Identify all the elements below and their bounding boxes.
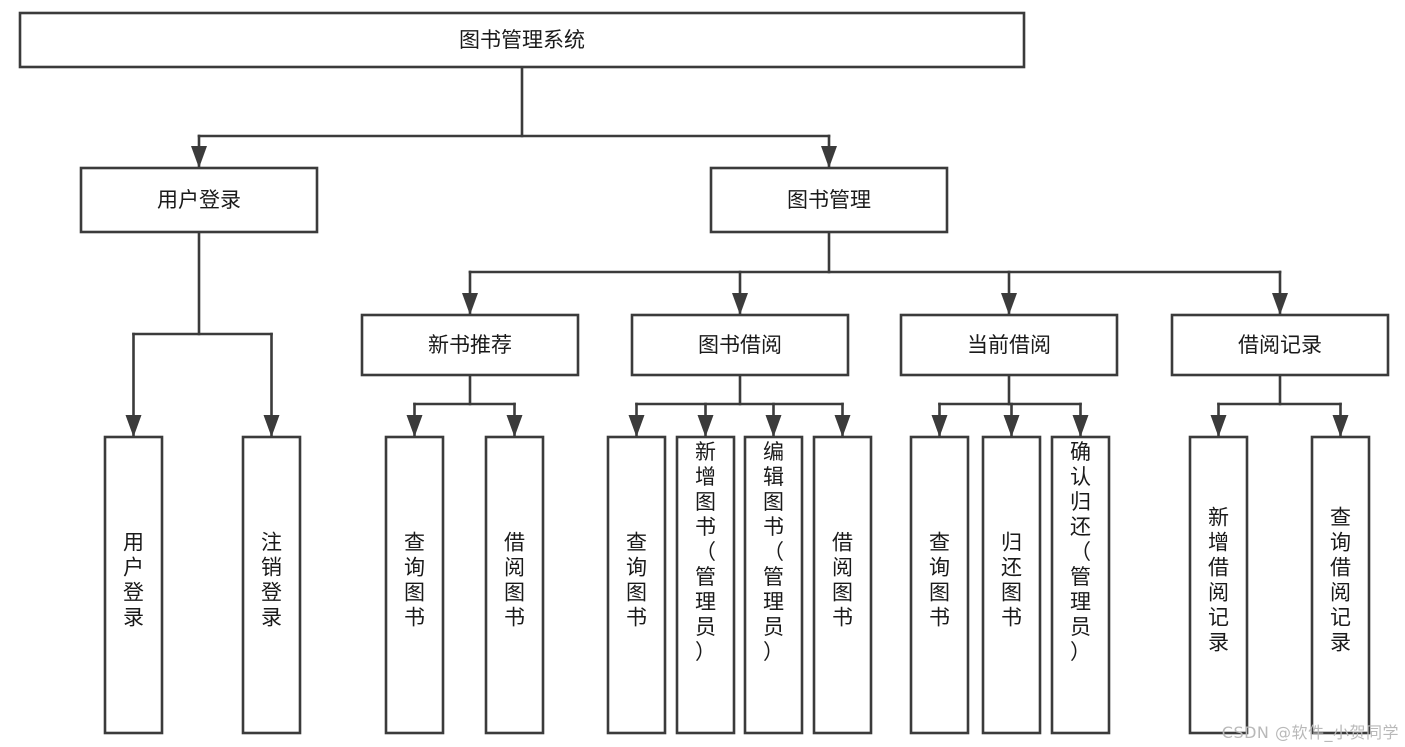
node-borrow-record[interactable]: 借阅记录 <box>1170 313 1390 377</box>
arrow-head-icon <box>1332 415 1349 437</box>
node-layer: 图书管理系统用户登录图书管理新书推荐图书借阅当前借阅借阅记录用户登录注销登录查询… <box>18 11 1390 735</box>
node-new-book-recommend[interactable]: 新书推荐 <box>360 313 580 377</box>
node-book-borrow[interactable]: 图书借阅 <box>630 313 850 377</box>
leaf-label: 注销登录 <box>261 531 282 630</box>
leaf-label: 借阅图书 <box>832 531 853 630</box>
leaf-label: 新增借阅记录 <box>1208 506 1229 655</box>
node-label: 新书推荐 <box>428 333 512 357</box>
leaf-node-leaf-add-record[interactable]: 新增借阅记录 <box>1188 435 1249 735</box>
arrow-head-icon <box>628 415 645 437</box>
node-root-root[interactable]: 图书管理系统 <box>18 11 1026 69</box>
leaf-node-leaf-query-record[interactable]: 查询借阅记录 <box>1310 435 1371 735</box>
arrow-head-icon <box>191 146 207 168</box>
node-label: 当前借阅 <box>967 333 1051 357</box>
leaf-label: 确认归还（管理员） <box>1070 440 1091 664</box>
node-label: 图书管理 <box>787 188 871 212</box>
arrow-head-icon <box>1001 293 1017 315</box>
node-label: 图书管理系统 <box>459 28 585 52</box>
leaf-node-leaf-query-book-borrow[interactable]: 查询图书 <box>606 435 667 735</box>
node-user-login[interactable]: 用户登录 <box>79 166 319 234</box>
node-label: 图书借阅 <box>698 333 782 357</box>
leaf-node-leaf-borrow-book[interactable]: 借阅图书 <box>812 435 873 735</box>
arrow-head-icon <box>1003 415 1020 437</box>
leaf-node-leaf-add-book[interactable]: 新增图书（管理员） <box>675 435 736 735</box>
arrow-head-icon <box>125 415 142 437</box>
leaf-node-leaf-return-book[interactable]: 归还图书 <box>981 435 1042 735</box>
leaf-node-leaf-edit-book[interactable]: 编辑图书（管理员） <box>743 435 804 735</box>
arrow-head-icon <box>1272 293 1288 315</box>
leaf-label: 新增图书（管理员） <box>695 440 716 664</box>
leaf-label: 查询借阅记录 <box>1330 506 1351 655</box>
leaf-label: 用户登录 <box>123 531 144 630</box>
leaf-node-leaf-borrow-book-rec[interactable]: 借阅图书 <box>484 435 545 735</box>
node-label: 用户登录 <box>157 188 241 212</box>
arrow-head-icon <box>263 415 280 437</box>
arrow-head-icon <box>697 415 714 437</box>
leaf-label: 编辑图书（管理员） <box>763 440 784 664</box>
arrow-head-icon <box>462 293 478 315</box>
leaf-node-leaf-query-book-rec[interactable]: 查询图书 <box>384 435 445 735</box>
node-book-manage[interactable]: 图书管理 <box>709 166 949 234</box>
leaf-label: 查询图书 <box>929 531 950 630</box>
arrow-head-icon <box>1072 415 1089 437</box>
arrow-head-icon <box>821 146 837 168</box>
leaf-label: 归还图书 <box>1001 531 1022 630</box>
leaf-label: 借阅图书 <box>504 531 525 630</box>
leaf-node-leaf-user-login[interactable]: 用户登录 <box>103 435 164 735</box>
leaf-node-leaf-logout[interactable]: 注销登录 <box>241 435 302 735</box>
arrow-head-icon <box>732 293 748 315</box>
leaf-label: 查询图书 <box>404 531 425 630</box>
node-label: 借阅记录 <box>1238 333 1322 357</box>
leaf-node-leaf-confirm-return[interactable]: 确认归还（管理员） <box>1050 435 1111 735</box>
arrow-head-icon <box>406 415 423 437</box>
leaf-node-leaf-query-book-cur[interactable]: 查询图书 <box>909 435 970 735</box>
node-current-borrow[interactable]: 当前借阅 <box>899 313 1119 377</box>
arrow-head-icon <box>931 415 948 437</box>
arrow-head-icon <box>765 415 782 437</box>
arrow-head-icon <box>506 415 523 437</box>
connector-layer <box>125 65 1349 437</box>
arrow-head-icon <box>834 415 851 437</box>
arrow-head-icon <box>1210 415 1227 437</box>
watermark-label: CSDN @软件_小贺同学 <box>1221 723 1399 742</box>
leaf-label: 查询图书 <box>626 531 647 630</box>
